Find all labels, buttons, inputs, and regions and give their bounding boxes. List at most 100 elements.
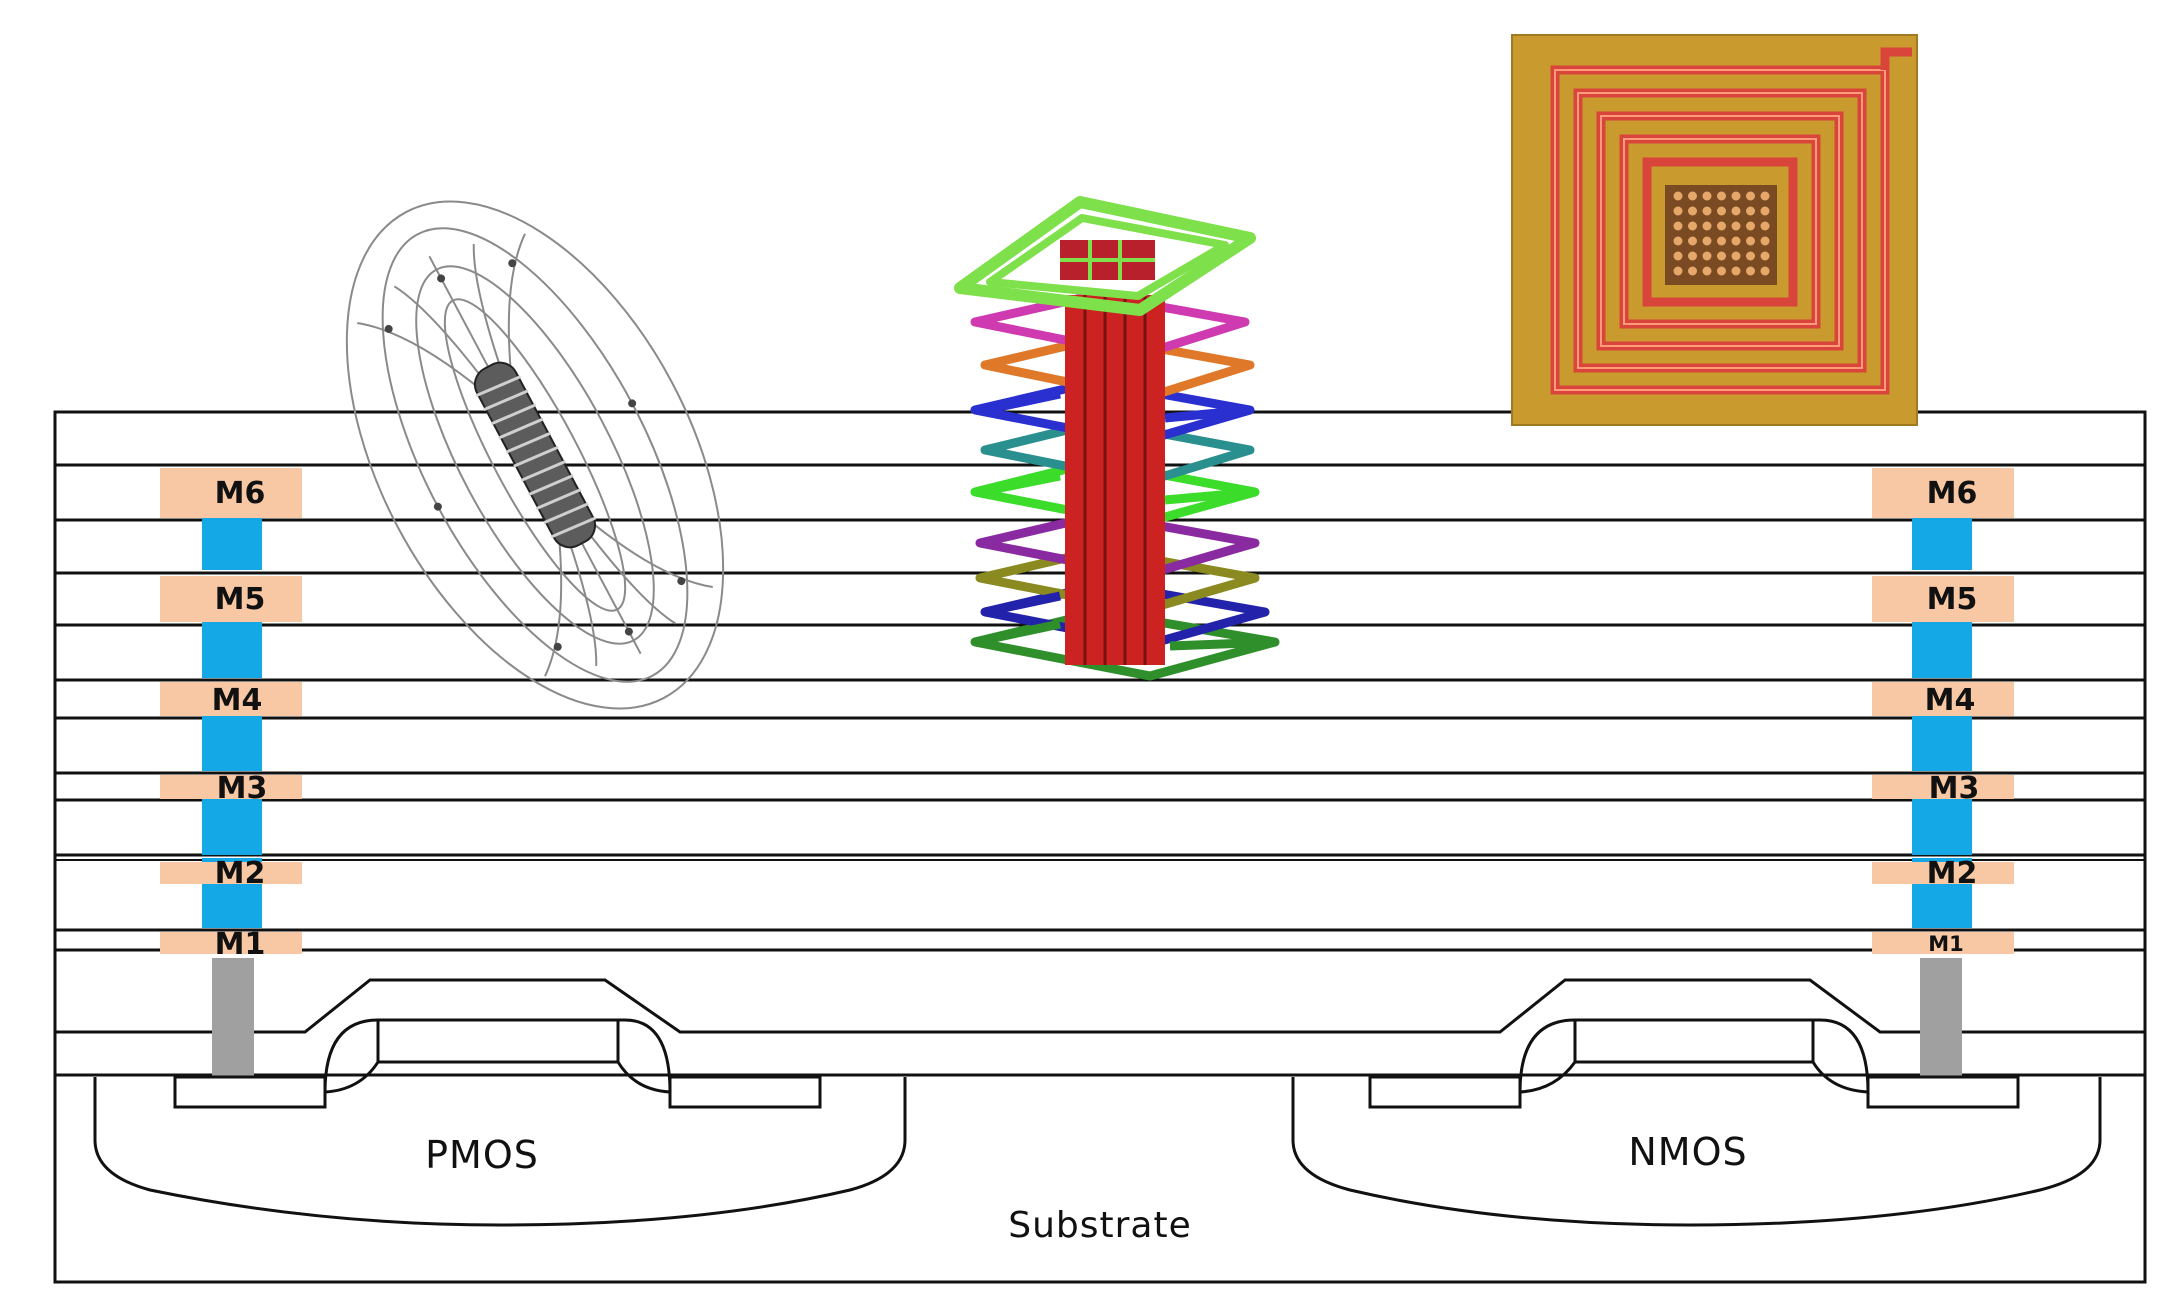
nmos-well (1291, 1077, 2102, 1227)
metal-pad-m4 (160, 682, 302, 716)
metal-label-m2: M2 (1927, 856, 1978, 891)
via-dot (1731, 206, 1741, 216)
interlayer-dielectric-contour (55, 978, 2145, 1034)
contact-plug (212, 958, 254, 1076)
metal-pad-m6 (160, 468, 302, 518)
via-dot (1746, 236, 1755, 246)
via-dot (1688, 221, 1697, 231)
via-dot (1702, 221, 1712, 231)
via-dot (1731, 266, 1741, 276)
metal-pad-m4 (1872, 682, 2014, 716)
via-dot (1688, 266, 1697, 276)
via-dot (1760, 221, 1770, 231)
via (202, 798, 262, 855)
metal-label-m5: M5 (215, 582, 266, 617)
via-dot (1746, 191, 1755, 201)
substrate-label: Substrate (1008, 1205, 1192, 1246)
via-dot (1673, 206, 1683, 216)
dielectric-layer-stack (53, 410, 2147, 1284)
via-dot (1702, 191, 1712, 201)
via-dot (1760, 266, 1770, 276)
pmos-transistor: PMOS (93, 1018, 907, 1227)
via-dot (1702, 206, 1712, 216)
via-dot (1702, 236, 1712, 246)
metal-pad-m3 (160, 775, 302, 799)
right-interconnect-stack: M6 M5 M4 M3 M2 M1 (1872, 468, 2014, 1076)
via (202, 716, 262, 771)
stacked-spiral-inductor-icon (954, 196, 1280, 681)
metal-label-m1: M1 (1928, 932, 1964, 956)
metal-label-m1: M1 (215, 927, 266, 962)
metal-label-m5: M5 (1927, 582, 1978, 617)
metal-pad-m6 (1872, 468, 2014, 518)
metal-pad-m3 (1872, 775, 2014, 799)
via (202, 518, 262, 570)
via-dot (1731, 251, 1741, 261)
metal-label-m4: M4 (212, 683, 263, 718)
spiral-inductor-photo-icon (1511, 34, 1918, 426)
nmos-drain (1866, 1075, 2020, 1109)
inductor-core (1065, 295, 1165, 665)
via-dot (1702, 266, 1712, 276)
via (1912, 716, 1972, 771)
via-dot (1673, 251, 1683, 261)
nmos-gate-spacer (1518, 1018, 1870, 1093)
nmos-spacer-right (1811, 1061, 1869, 1094)
metal-label-m6: M6 (215, 476, 266, 511)
metal-label-m3: M3 (217, 771, 268, 806)
contact-plug (1920, 958, 1962, 1076)
via-dot (1731, 236, 1741, 246)
metal-pad-m1 (1872, 932, 2014, 954)
via-dot (1746, 221, 1755, 231)
via-dot (1673, 236, 1683, 246)
via-dot (1673, 266, 1683, 276)
metal-pad-m5 (1872, 576, 2014, 622)
via-dot (1702, 251, 1712, 261)
via (1912, 798, 1972, 855)
metal-label-m6: M6 (1927, 476, 1978, 511)
metal-pad-m2 (1872, 862, 2014, 884)
via-dot (1717, 251, 1726, 261)
via-dot (1717, 236, 1726, 246)
pmos-spacer-left (324, 1061, 380, 1094)
via-dot (1717, 206, 1726, 216)
solenoid-field-icon (345, 200, 725, 710)
pmos-gate (376, 1018, 620, 1064)
via-dot (1673, 221, 1683, 231)
via (202, 622, 262, 678)
pmos-source (173, 1075, 327, 1109)
via-dot (1688, 251, 1697, 261)
nmos-source (1368, 1075, 1522, 1109)
left-interconnect-stack: M6 M5 M4 M3 M2 M1 (160, 468, 302, 1076)
nmos-transistor: NMOS (1291, 1018, 2102, 1227)
metal-label-m4: M4 (1925, 683, 1976, 718)
nmos-spacer-left (1519, 1061, 1577, 1094)
via-dot (1731, 221, 1741, 231)
via-dot (1746, 251, 1755, 261)
via-dot (1688, 191, 1697, 201)
via-dot (1717, 221, 1726, 231)
via-dot (1760, 206, 1770, 216)
via-dot (1717, 191, 1726, 201)
via-dot (1760, 191, 1770, 201)
via-dot (1731, 191, 1741, 201)
via (1912, 518, 1972, 570)
metal-label-m2: M2 (215, 856, 266, 891)
via-dot (1746, 266, 1755, 276)
via-dot (1717, 266, 1726, 276)
via-dot (1746, 206, 1755, 216)
metal-pad-m2 (160, 862, 302, 884)
pmos-spacer-right (616, 1061, 671, 1094)
via-dot (1688, 236, 1697, 246)
metal-pad-m5 (160, 576, 302, 622)
via-dot (1760, 236, 1770, 246)
pmos-well (93, 1077, 907, 1227)
metal-pad-m1 (160, 932, 302, 954)
nmos-gate (1573, 1018, 1815, 1064)
via-dot (1673, 191, 1683, 201)
pmos-label: PMOS (425, 1133, 539, 1177)
metal-label-m3: M3 (1929, 771, 1980, 806)
nmos-label: NMOS (1628, 1130, 1747, 1174)
via-dot (1760, 251, 1770, 261)
